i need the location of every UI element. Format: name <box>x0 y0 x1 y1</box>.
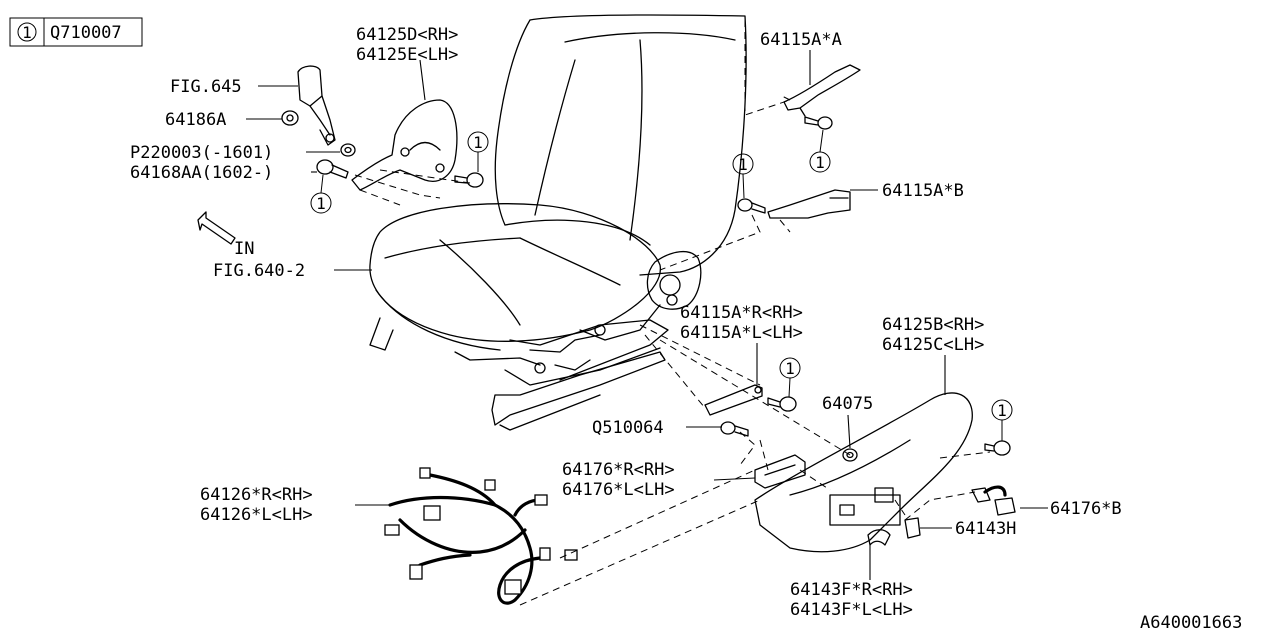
label-64125d: 64125D<RH> <box>356 25 458 45</box>
svg-text:1: 1 <box>815 153 825 172</box>
svg-text:1: 1 <box>997 401 1007 420</box>
label-64143h: 64143H <box>955 519 1016 539</box>
ref-circle: 1 <box>310 174 332 214</box>
ref-circle: 1 <box>732 153 754 199</box>
ref-code: Q710007 <box>50 23 122 43</box>
bolt-cover <box>454 172 484 188</box>
part-labels: 64125D<RH> 64125E<LH> 64115A*A FIG.645 6… <box>130 25 1242 633</box>
label-64176-b: 64176*B <box>1050 499 1122 519</box>
washer-p220003 <box>340 143 356 157</box>
label-64115a-a: 64115A*A <box>760 30 842 50</box>
label-64186a: 64186A <box>165 110 226 130</box>
ref-circle: 1 <box>809 129 831 173</box>
label-64075: 64075 <box>822 394 873 414</box>
seat-assembly <box>369 14 747 431</box>
knob-64143h <box>904 517 921 539</box>
connector-64176b <box>971 485 1016 516</box>
label-64125b: 64125B<RH> <box>882 315 984 335</box>
washer-64186a <box>281 110 299 126</box>
diagram-code: A640001663 <box>1140 613 1242 633</box>
in-arrow-icon <box>197 211 236 245</box>
harness-64126 <box>384 467 578 605</box>
bolt-64115a-a <box>804 116 833 130</box>
bar-64115a-r <box>704 384 763 416</box>
reference-box: 1 Q710007 <box>9 17 143 47</box>
label-in: IN <box>234 239 254 259</box>
leader-lines <box>246 50 1048 580</box>
knob-64143f <box>867 529 891 546</box>
screw-q510064 <box>720 421 749 437</box>
label-64115a-l: 64115A*L<LH> <box>680 323 803 343</box>
label-64125e: 64125E<LH> <box>356 45 458 65</box>
svg-text:1: 1 <box>785 359 795 378</box>
label-64176-l: 64176*L<LH> <box>562 480 675 500</box>
bracket-64115a-b <box>767 189 851 219</box>
label-p220003: P220003(-1601) <box>130 143 273 163</box>
screw-64125b <box>984 440 1011 456</box>
label-64143f-r: 64143F*R<RH> <box>790 580 913 600</box>
label-64143f-l: 64143F*L<LH> <box>790 600 913 620</box>
ref-mark: 1 <box>22 23 32 42</box>
svg-text:1: 1 <box>738 155 748 174</box>
svg-text:1: 1 <box>473 133 483 152</box>
assembly-lines <box>354 20 991 606</box>
bolt-64115a-b <box>737 198 766 214</box>
outer-cover <box>754 392 973 553</box>
label-64125c: 64125C<LH> <box>882 335 984 355</box>
inner-cover <box>351 99 458 191</box>
belt-bracket <box>297 65 336 146</box>
bolt-64168aa <box>316 159 349 179</box>
label-64168aa: 64168AA(1602-) <box>130 163 273 183</box>
label-fig-640-2: FIG.640-2 <box>213 261 305 281</box>
ref-circle: 1 <box>779 357 801 398</box>
label-64115a-b: 64115A*B <box>882 181 964 201</box>
ref-circle: 1 <box>991 399 1013 441</box>
ref-circle: 1 <box>467 131 489 172</box>
bolt-64115a-r <box>767 396 797 412</box>
nut-64075 <box>842 448 858 462</box>
label-64115a-r: 64115A*R<RH> <box>680 303 803 323</box>
label-64126-r: 64126*R<RH> <box>200 485 313 505</box>
label-64126-l: 64126*L<LH> <box>200 505 313 525</box>
bracket-64115a-a <box>783 64 861 117</box>
label-64176-r: 64176*R<RH> <box>562 460 675 480</box>
switch-64176 <box>754 454 806 489</box>
label-fig-645: FIG.645 <box>170 77 242 97</box>
svg-text:1: 1 <box>316 194 326 213</box>
label-q510064: Q510064 <box>592 418 664 438</box>
